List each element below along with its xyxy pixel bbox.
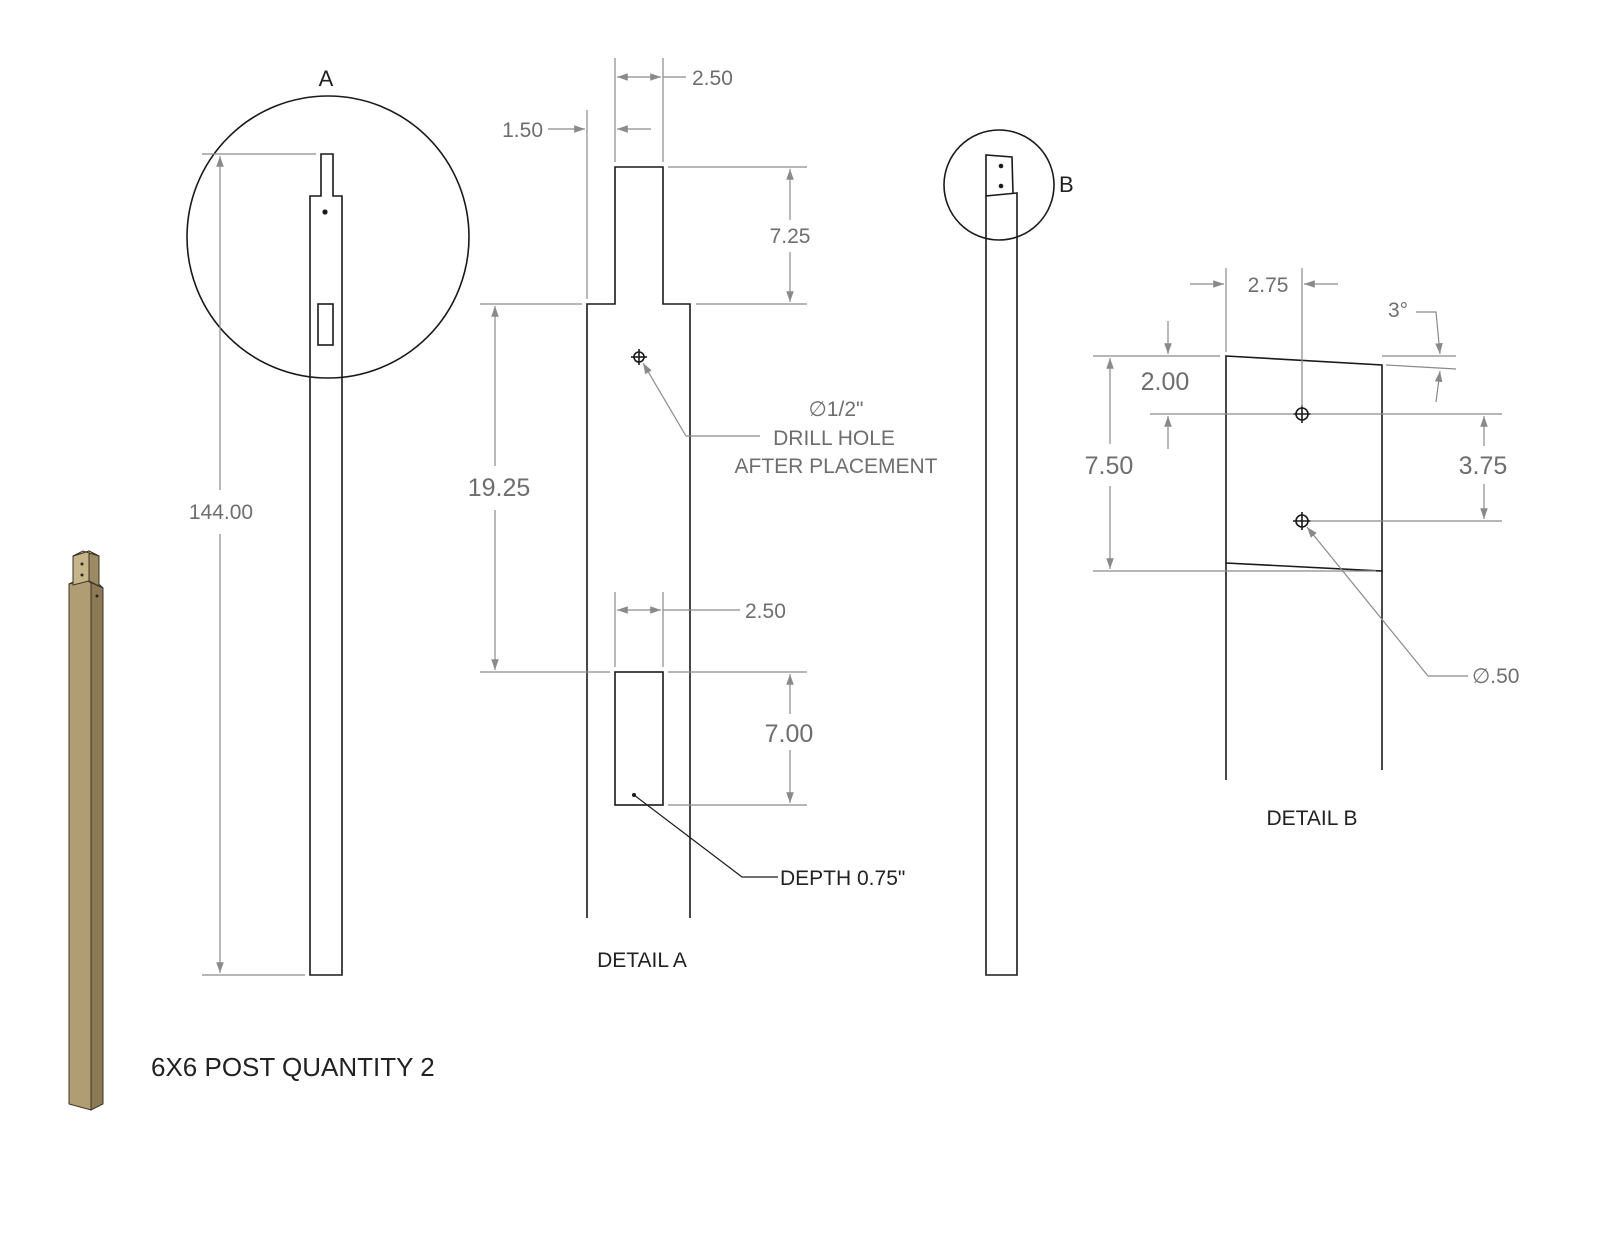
- hole-symbol-bottom: [1293, 512, 1311, 530]
- hole-dia-dimension: ∅.50: [1472, 665, 1520, 688]
- top-width-dimension: 2.50: [692, 67, 733, 90]
- hole-note-placement: AFTER PLACEMENT: [734, 455, 937, 478]
- hole-symbol-top: [1293, 405, 1311, 423]
- tenon-outline-side: [985, 154, 1014, 196]
- mortise-outline: [317, 303, 334, 346]
- hole-dia-leader: [1306, 526, 1429, 677]
- drill-hole-mark: [80, 573, 84, 577]
- height-dimension: 7.50: [1085, 452, 1134, 480]
- tenon-outline: [586, 166, 691, 918]
- post-front-face: [68, 576, 92, 1111]
- mortise-length-dimension: 7.00: [765, 720, 814, 748]
- detail-b-circle-label: B: [1059, 172, 1074, 197]
- drill-hole-mark: [80, 562, 84, 566]
- hole-x-dimension: 2.75: [1248, 274, 1289, 297]
- hole-note-diameter: ∅1/2": [809, 398, 864, 421]
- detail-b-title: DETAIL B: [1266, 807, 1357, 830]
- tenon-front-face: [72, 550, 90, 586]
- angle-dimension: 3°: [1388, 299, 1408, 322]
- detail-b-circle: [943, 129, 1055, 241]
- top-hole-dimension: 2.00: [1141, 368, 1190, 396]
- drill-hole-mark: [322, 209, 328, 215]
- drill-hole-mark: [998, 163, 1004, 169]
- post-outline-side: [985, 192, 1018, 976]
- depth-note: DEPTH 0.75": [780, 867, 905, 890]
- detail-a-title: DETAIL A: [597, 949, 687, 972]
- mortise-detail: [614, 671, 664, 806]
- detail-a-circle: [186, 95, 470, 379]
- tenon-length-dimension: 7.25: [770, 225, 811, 248]
- hole-offset-dimension: 19.25: [468, 474, 531, 502]
- main-view: A 144.00: [186, 66, 470, 976]
- tenon-outline-detail-b: [1225, 355, 1383, 572]
- mortise-width-dimension: 2.50: [745, 600, 786, 623]
- post-side-face: [90, 575, 104, 1111]
- length-dimension: 144.00: [189, 501, 253, 524]
- tenon-side-face: [88, 550, 100, 587]
- detail-a-circle-label: A: [319, 66, 334, 91]
- part-note: 6X6 POST QUANTITY 2: [151, 1052, 435, 1082]
- shoulder-dimension: 1.50: [502, 119, 543, 142]
- detail-a: 2.50 1.50 7.25 19.25 ∅1/2" DRILL HOLE AF…: [468, 58, 938, 972]
- detail-b: 2.75 3° 2.00 7.50 3.75 ∅.50 DETAIL B: [1085, 268, 1520, 830]
- extension-line: [1385, 364, 1457, 370]
- angle-leader: [1416, 311, 1443, 355]
- hole-spacing-dimension: 3.75: [1459, 452, 1508, 480]
- post-outline-main: [309, 153, 343, 976]
- drill-hole-symbol: [631, 349, 647, 365]
- depth-note-leader: [633, 794, 778, 878]
- angle-leader: [1434, 370, 1443, 403]
- hole-note-leader: [642, 362, 687, 437]
- tenon-top-face: [72, 550, 100, 557]
- drill-hole-mark: [998, 183, 1004, 189]
- hole-note-drill: DRILL HOLE: [773, 427, 895, 450]
- isometric-post: [68, 550, 104, 1111]
- side-view: B: [943, 129, 1074, 976]
- drill-hole-mark: [95, 594, 99, 598]
